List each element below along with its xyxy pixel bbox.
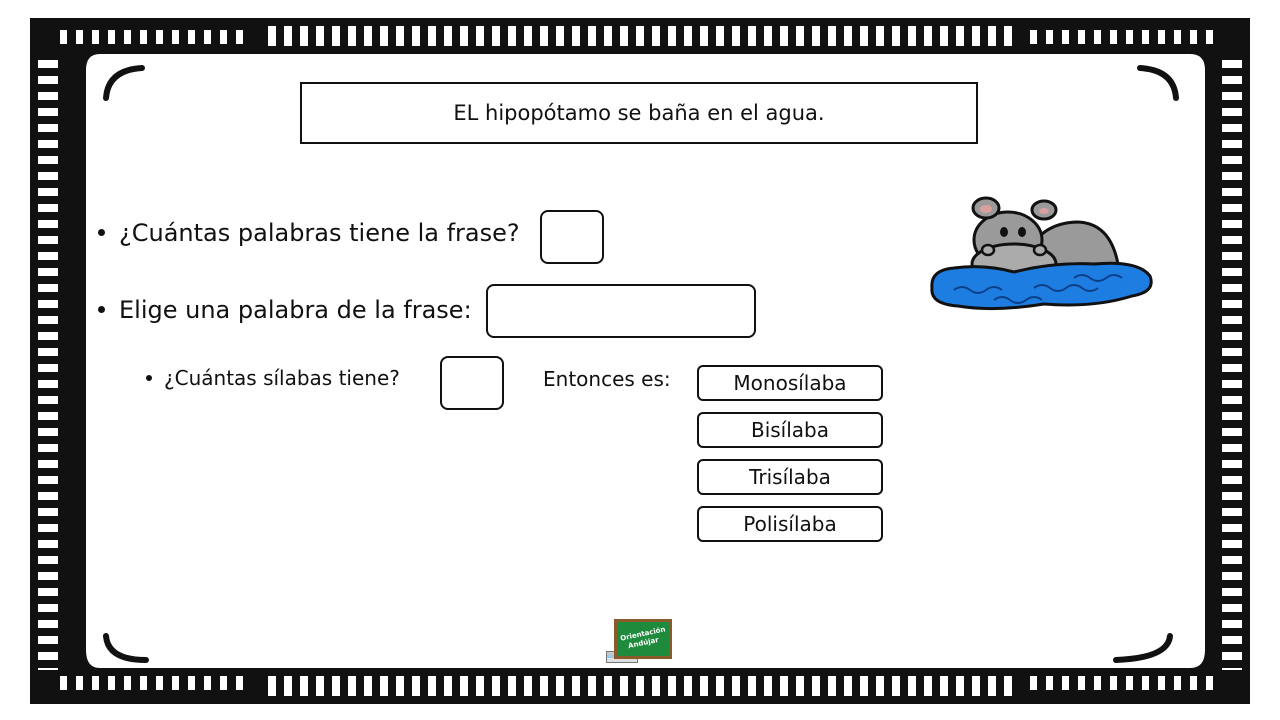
question-syllable-count: ¿Cuántas sílabas tiene? <box>146 366 400 390</box>
word-count-answer-box[interactable] <box>540 210 604 264</box>
then-label: Entonces es: <box>543 367 671 391</box>
sentence-text: EL hipopótamo se baña en el agua. <box>453 101 825 125</box>
chalkboard-icon: Orientación Andújar <box>614 619 672 659</box>
option-bisilaba[interactable]: Bisílaba <box>697 412 883 448</box>
option-polisilaba[interactable]: Polisílaba <box>697 506 883 542</box>
question-word-count: ¿Cuántas palabras tiene la frase? <box>98 219 520 247</box>
question-choose-word-text: Elige una palabra de la frase: <box>119 296 472 324</box>
bullet-icon <box>98 305 105 313</box>
question-syllable-count-text: ¿Cuántas sílabas tiene? <box>164 366 400 390</box>
bullet-icon <box>146 374 152 381</box>
orientacion-andujar-logo: Orientación Andújar <box>606 619 674 663</box>
question-word-count-text: ¿Cuántas palabras tiene la frase? <box>119 219 520 247</box>
bullet-icon <box>98 228 105 236</box>
question-choose-word: Elige una palabra de la frase: <box>98 296 472 324</box>
chosen-word-answer-box[interactable] <box>486 284 756 338</box>
sentence-box: EL hipopótamo se baña en el agua. <box>300 82 978 144</box>
option-monosilaba[interactable]: Monosílaba <box>697 365 883 401</box>
hippo-in-water-illustration <box>930 196 1153 311</box>
option-trisilaba[interactable]: Trisílaba <box>697 459 883 495</box>
syllable-count-answer-box[interactable] <box>440 356 504 410</box>
